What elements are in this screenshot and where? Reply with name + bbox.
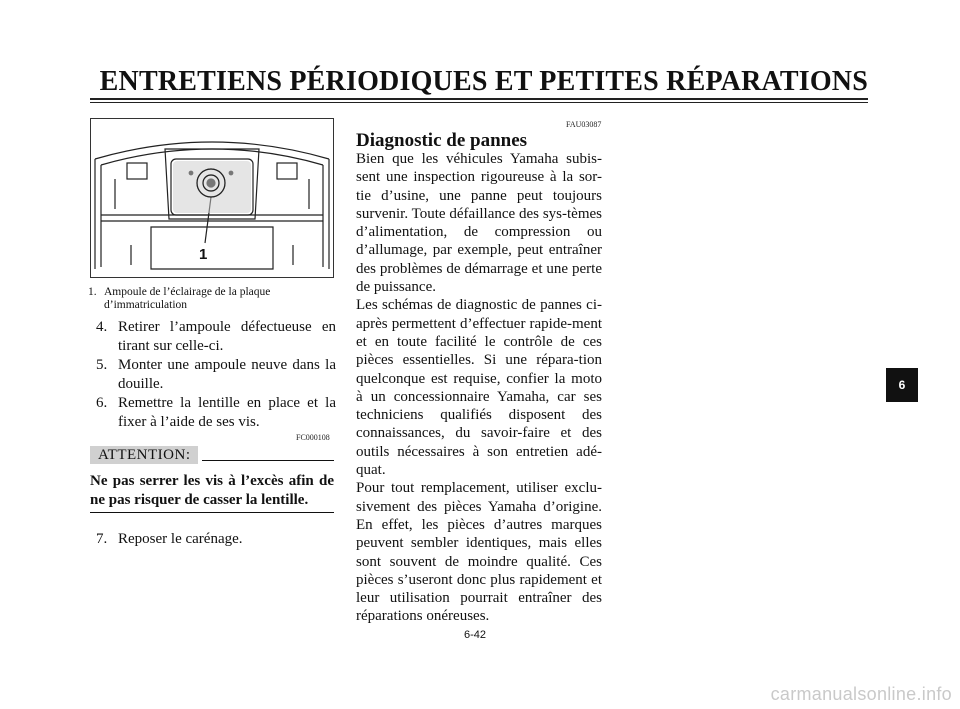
attention-heading: ATTENTION: — [90, 446, 334, 464]
chapter-tab: 6 — [886, 368, 918, 402]
list-item: 4. Retirer l’ampoule défectueuse en tira… — [96, 318, 336, 356]
paragraph: Les schémas de diagnostic de pannes ci-a… — [356, 297, 602, 479]
caption-line-1: Ampoule de l’éclairage de la plaque — [104, 286, 271, 298]
license-light-illustration: 1 — [90, 118, 334, 278]
watermark-text: carmanualsonline.info — [770, 684, 952, 704]
paragraph: Bien que les véhicules Yamaha subis-sent… — [356, 151, 602, 296]
step-number: 5. — [96, 357, 108, 373]
page-header-title: ENTRETIENS PÉRIODIQUES ET PETITES RÉPARA… — [99, 66, 868, 97]
step-text: Remettre la lentille en place et la fixe… — [118, 395, 336, 430]
attention-label: ATTENTION: — [90, 446, 199, 464]
header-rule-thick — [90, 98, 868, 100]
caption-line-2: d’immatriculation — [104, 299, 188, 311]
list-item: 5. Monter une ampoule neuve dans la doui… — [96, 356, 336, 394]
caption-number: 1. — [88, 286, 97, 298]
page-number: 6-42 — [464, 629, 487, 641]
figure-callout-number: 1 — [199, 246, 207, 263]
step-text: Retirer l’ampoule défectueuse en tirant … — [118, 319, 336, 354]
attention-rule — [202, 460, 334, 461]
step-text: Monter une ampoule neuve dans la douille… — [118, 357, 336, 392]
header-rule-thin — [90, 102, 868, 103]
attention-reference-code: FC000108 — [296, 433, 330, 442]
attention-text: Ne pas serrer les vis à l’excès afin de … — [90, 473, 334, 508]
list-item: 7. Reposer le carénage. — [96, 530, 336, 549]
step-number: 4. — [96, 319, 108, 335]
paragraph: Pour tout remplacement, utiliser exclu-s… — [356, 480, 602, 625]
section-body: Bien que les véhicules Yamaha subis-sent… — [356, 150, 602, 626]
figure-caption: 1. Ampoule de l’éclairage de la plaque d’… — [88, 286, 338, 312]
section-title: Diagnostic de pannes — [356, 130, 528, 151]
step-text: Reposer le carénage. — [118, 531, 243, 547]
list-item: 6. Remettre la lentille en place et la f… — [96, 394, 336, 432]
attention-end-rule — [90, 512, 334, 513]
section-reference-code: FAU03087 — [566, 120, 602, 129]
procedure-steps: 4. Retirer l’ampoule défectueuse en tira… — [96, 318, 336, 432]
step-number: 6. — [96, 395, 108, 411]
step-number: 7. — [96, 531, 108, 547]
